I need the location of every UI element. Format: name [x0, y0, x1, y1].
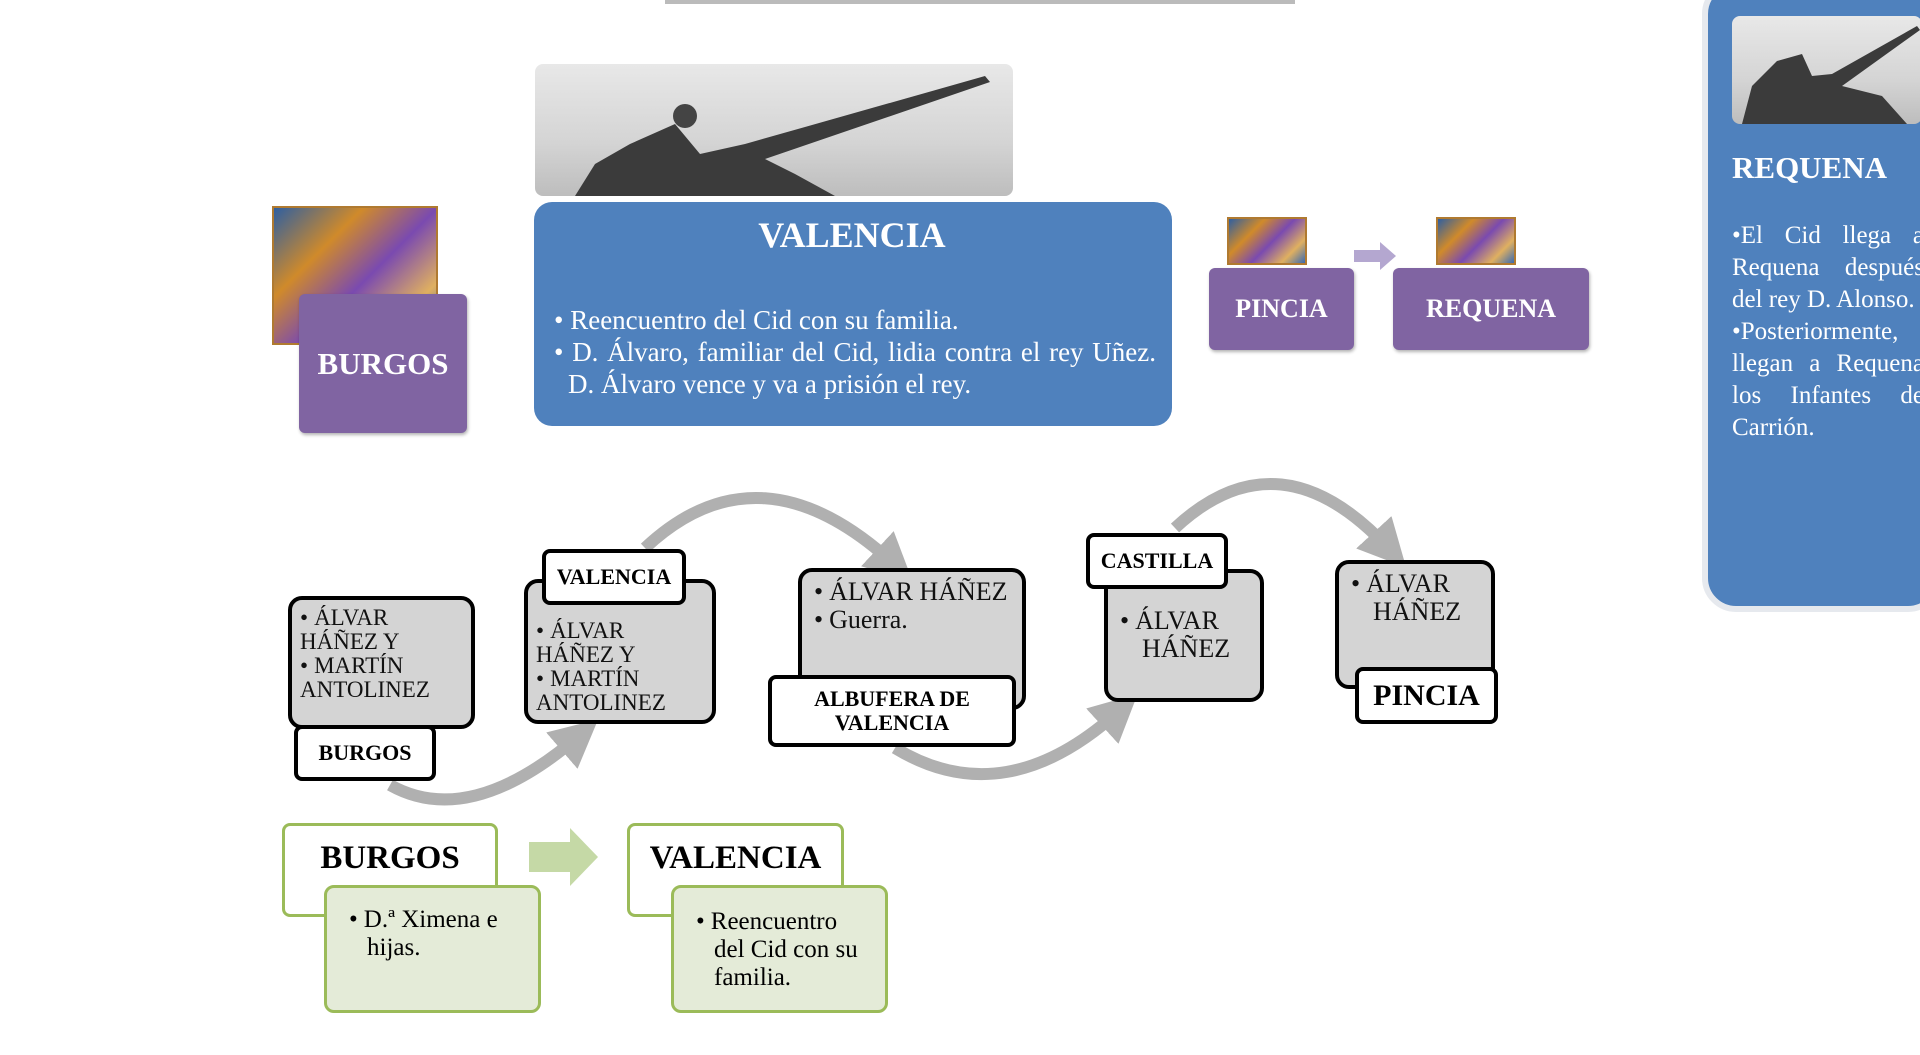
arrow-burgos-valencia-green — [529, 828, 598, 886]
flow-label-pincia: PINCIA — [1355, 667, 1498, 724]
pincia-box: PINCIA — [1209, 268, 1354, 350]
flow-bullet: MARTÍN ANTOLINEZ — [536, 667, 704, 715]
requena-label: REQUENA — [1425, 294, 1556, 323]
bottom-valencia-title: VALENCIA — [649, 840, 822, 876]
arc-arrow-2 — [640, 492, 913, 582]
side-panel-bullet: •Posteriormente, llegan a Requena los In… — [1732, 318, 1920, 441]
requena-side-panel: REQUENA •El Cid llega a Requena después … — [1702, 0, 1920, 612]
requena-manuscript-image — [1436, 217, 1516, 265]
flow-bullet: ÁLVAR HÁÑEZ — [1351, 570, 1483, 626]
arc-arrow-1 — [387, 719, 599, 806]
bottom-burgos-box: D.ª Ximena e hijas. — [324, 885, 541, 1013]
flow-bullet: ÁLVAR HÁÑEZ Y — [536, 619, 704, 667]
valencia-box: VALENCIA • Reencuentro del Cid con su fa… — [534, 202, 1172, 426]
burgos-box: BURGOS — [299, 294, 467, 433]
arrow-pincia-requena — [1354, 242, 1396, 270]
valencia-bullet: • Reencuentro del Cid con su familia. — [554, 305, 959, 335]
arc-arrow-4 — [1170, 478, 1407, 568]
burgos-label: BURGOS — [317, 345, 449, 381]
cid-statue-image — [535, 64, 1013, 196]
pincia-label: PINCIA — [1235, 294, 1328, 323]
caption-fragment — [665, 0, 1295, 4]
flow-bullet: ÁLVAR HÁÑEZ — [814, 578, 1014, 606]
valencia-bullet: • D. Álvaro, familiar del Cid, lidia con… — [554, 337, 1156, 399]
requena-box: REQUENA — [1393, 268, 1589, 350]
flow-bullet: Guerra. — [814, 606, 1014, 634]
arc-arrow-3 — [891, 693, 1138, 781]
flow-bullet: ÁLVAR HÁÑEZ — [1120, 607, 1252, 663]
flow-label-valencia: VALENCIA — [542, 549, 686, 605]
bottom-bullet: Reencuentro del Cid con su familia. — [711, 908, 869, 992]
side-panel-bullet: •El Cid llega a Requena después del rey … — [1732, 222, 1920, 313]
bottom-bullet: D.ª Ximena e hijas. — [364, 906, 522, 962]
bottom-valencia-box: Reencuentro del Cid con su familia. — [671, 885, 888, 1013]
flow-label-albufera: ALBUFERA DE VALENCIA — [768, 675, 1016, 747]
bottom-burgos-title: BURGOS — [320, 840, 460, 876]
cid-statue-thumb — [1732, 16, 1920, 124]
flow-bullet: ÁLVAR HÁÑEZ Y — [300, 606, 463, 654]
valencia-title: VALENCIA — [758, 215, 946, 255]
pincia-manuscript-image — [1227, 217, 1307, 265]
side-panel-title: REQUENA — [1732, 150, 1888, 185]
flow-label-castilla: CASTILLA — [1086, 533, 1228, 589]
flow-label-burgos: BURGOS — [294, 725, 436, 781]
flow-bullet: MARTÍN ANTOLINEZ — [300, 654, 463, 702]
flow-box-burgos: ÁLVAR HÁÑEZ YMARTÍN ANTOLINEZ — [288, 596, 475, 729]
